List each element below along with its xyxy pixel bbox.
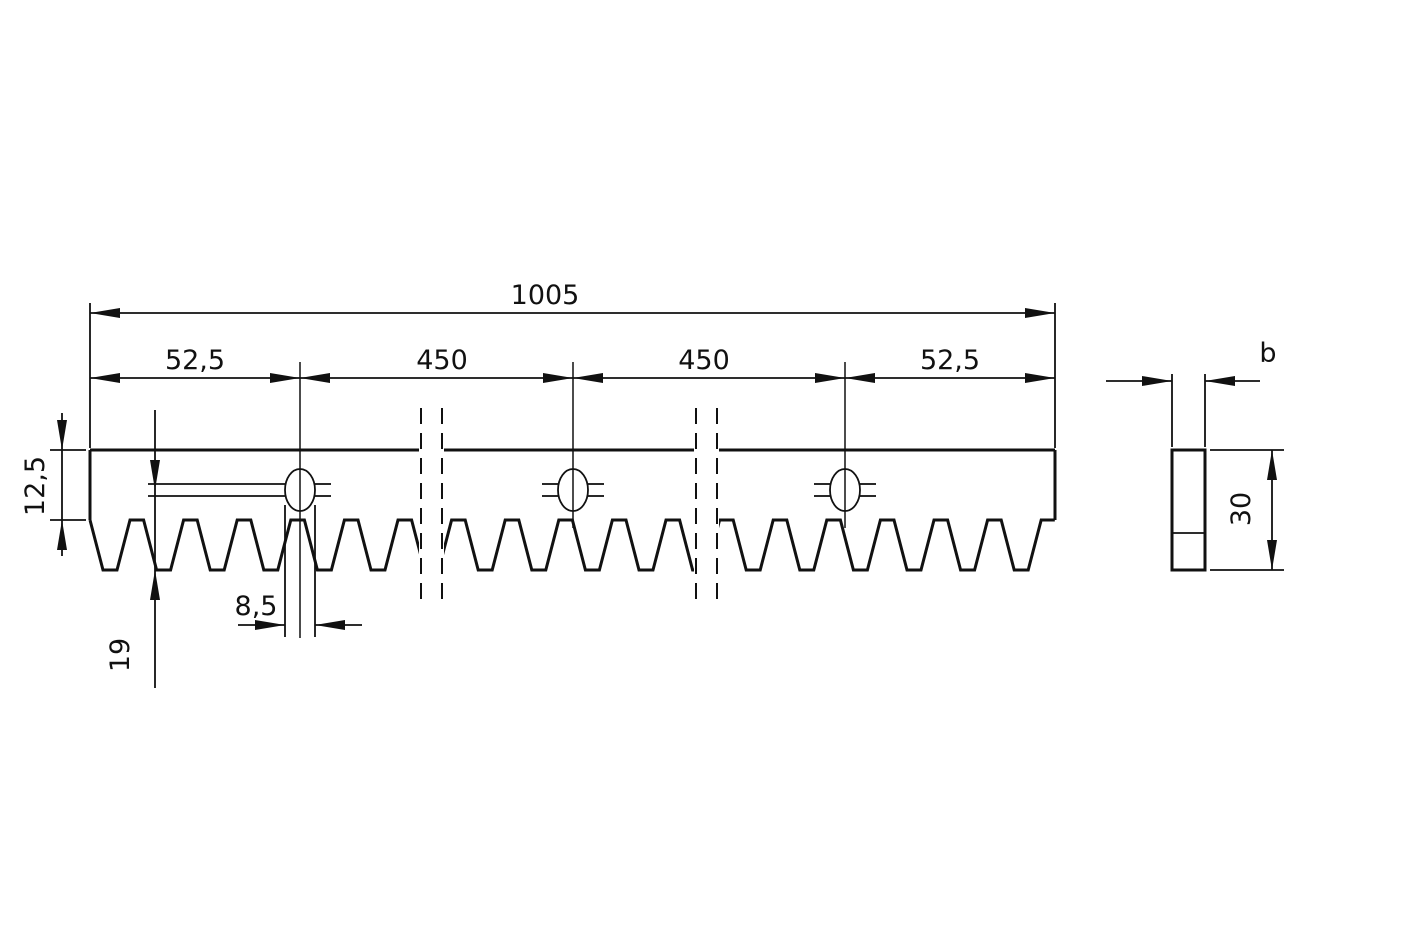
arrowhead-19-top: [150, 460, 160, 490]
dimension-chain-slot-spacing: 52,5 450 450 52,5: [90, 345, 1055, 383]
slot-3-hole: [829, 468, 861, 512]
dimension-section-width: b: [1106, 338, 1277, 447]
mounting-slot-3: [814, 468, 876, 512]
arrowhead-chain-300-left: [300, 373, 330, 383]
slot-1-hole: [284, 468, 316, 512]
dimension-top-to-pitch: 12,5: [20, 413, 86, 556]
slot-2-hole: [557, 468, 589, 512]
dim-label-overall-length: 1005: [511, 280, 580, 311]
break-mask-2: [694, 432, 719, 604]
arrowhead-12-5-bottom: [57, 520, 67, 550]
mounting-slot-1: [148, 468, 331, 512]
arrowhead-30-top: [1267, 450, 1277, 480]
arrowhead-19-bottom: [150, 570, 160, 600]
arrowhead-b-right: [1205, 376, 1235, 386]
break-mask-1: [419, 432, 444, 604]
arrowhead-b-left: [1142, 376, 1172, 386]
arrowhead-chain-573-right: [543, 373, 573, 383]
side-view: b 30: [1106, 338, 1284, 572]
arrowhead-12-5-top: [57, 420, 67, 450]
arrowhead-chain-573-left: [573, 373, 603, 383]
dim-label-slot-pitch-2: 450: [678, 345, 730, 376]
side-view-body: [1170, 448, 1207, 572]
mounting-slot-2: [542, 468, 604, 512]
dimension-overall-length: 1005: [89, 280, 1056, 448]
arrowhead-chain-1055-right: [1025, 373, 1055, 383]
arrowhead-30-bottom: [1267, 540, 1277, 570]
dim-label-top-to-pitch: 12,5: [20, 456, 51, 516]
dim-label-end-offset-right: 52,5: [920, 345, 980, 376]
mounting-slots: [148, 468, 876, 512]
arrowhead-overall-left: [90, 308, 120, 318]
arrowhead-chain-90-left: [90, 373, 120, 383]
arrowhead-chain-845-left: [845, 373, 875, 383]
dimension-pitch-to-tooth-tip: 19: [105, 410, 160, 688]
arrowhead-8-5-left: [255, 620, 285, 630]
dim-label-slot-width: 8,5: [235, 591, 278, 622]
arrowhead-chain-845-right: [815, 373, 845, 383]
dim-label-section-width: b: [1259, 338, 1276, 369]
dimension-section-height: 30: [1210, 449, 1284, 571]
dim-label-slot-pitch-1: 450: [416, 345, 468, 376]
slot-centerlines: [299, 362, 846, 638]
dim-label-section-height: 30: [1226, 492, 1257, 526]
arrowhead-overall-right: [1025, 308, 1055, 318]
arrowhead-8-5-right: [315, 620, 345, 630]
dim-label-pitch-to-tooth-tip: 19: [105, 638, 136, 672]
dim-label-end-offset-left: 52,5: [165, 345, 225, 376]
break-gaps: [419, 408, 719, 604]
arrowhead-chain-300-right: [270, 373, 300, 383]
dimension-slot-width: 8,5: [235, 505, 362, 637]
